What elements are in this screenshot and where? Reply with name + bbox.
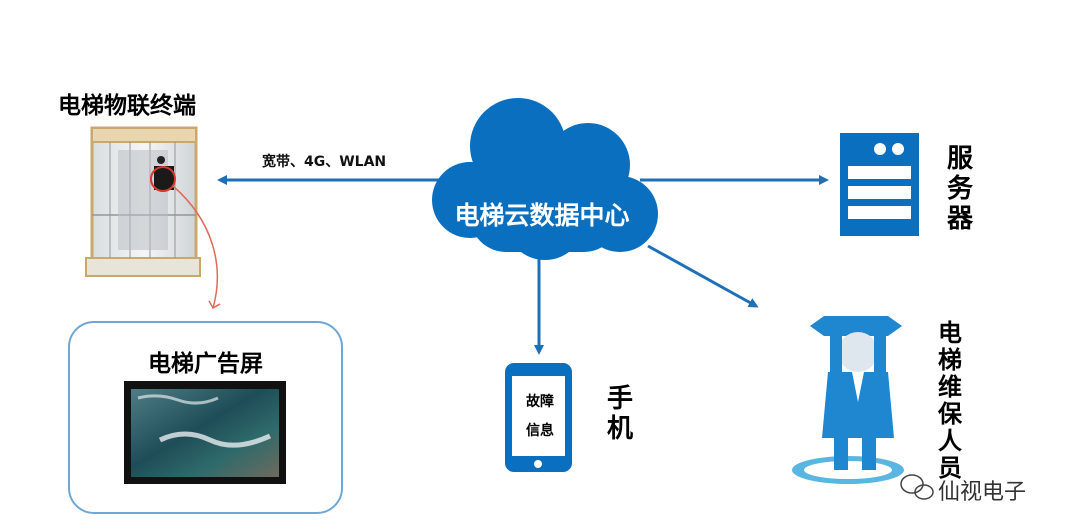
watermark: 仙视电子 bbox=[938, 480, 1027, 505]
ad-screen-container bbox=[68, 321, 343, 514]
staff-label: 电梯维保人员 bbox=[938, 319, 962, 482]
phone-label: 手机 bbox=[606, 384, 633, 444]
ad-screen-title: 电梯广告屏 bbox=[148, 351, 263, 377]
cloud-icon bbox=[432, 98, 658, 260]
smartphone-icon bbox=[505, 363, 572, 472]
phone-screen-line-1: 故障 bbox=[526, 394, 554, 410]
connection-label: 宽带、4G、WLAN bbox=[262, 154, 387, 170]
callout-arrow bbox=[172, 185, 217, 308]
terminal-title: 电梯物联终端 bbox=[58, 93, 196, 119]
ad-screen-display bbox=[124, 381, 286, 484]
phone-screen-text: 故障 信息 bbox=[510, 388, 570, 446]
server-label: 服务器 bbox=[946, 144, 973, 234]
phone-screen-line-2: 信息 bbox=[526, 423, 554, 439]
wechat-icon bbox=[900, 474, 934, 500]
server-icon bbox=[840, 133, 919, 236]
cloud-label: 电梯云数据中心 bbox=[454, 201, 630, 230]
arrow-to-staff bbox=[647, 244, 759, 308]
elevator-icon bbox=[85, 126, 201, 277]
maintenance-worker-icon bbox=[792, 316, 904, 484]
